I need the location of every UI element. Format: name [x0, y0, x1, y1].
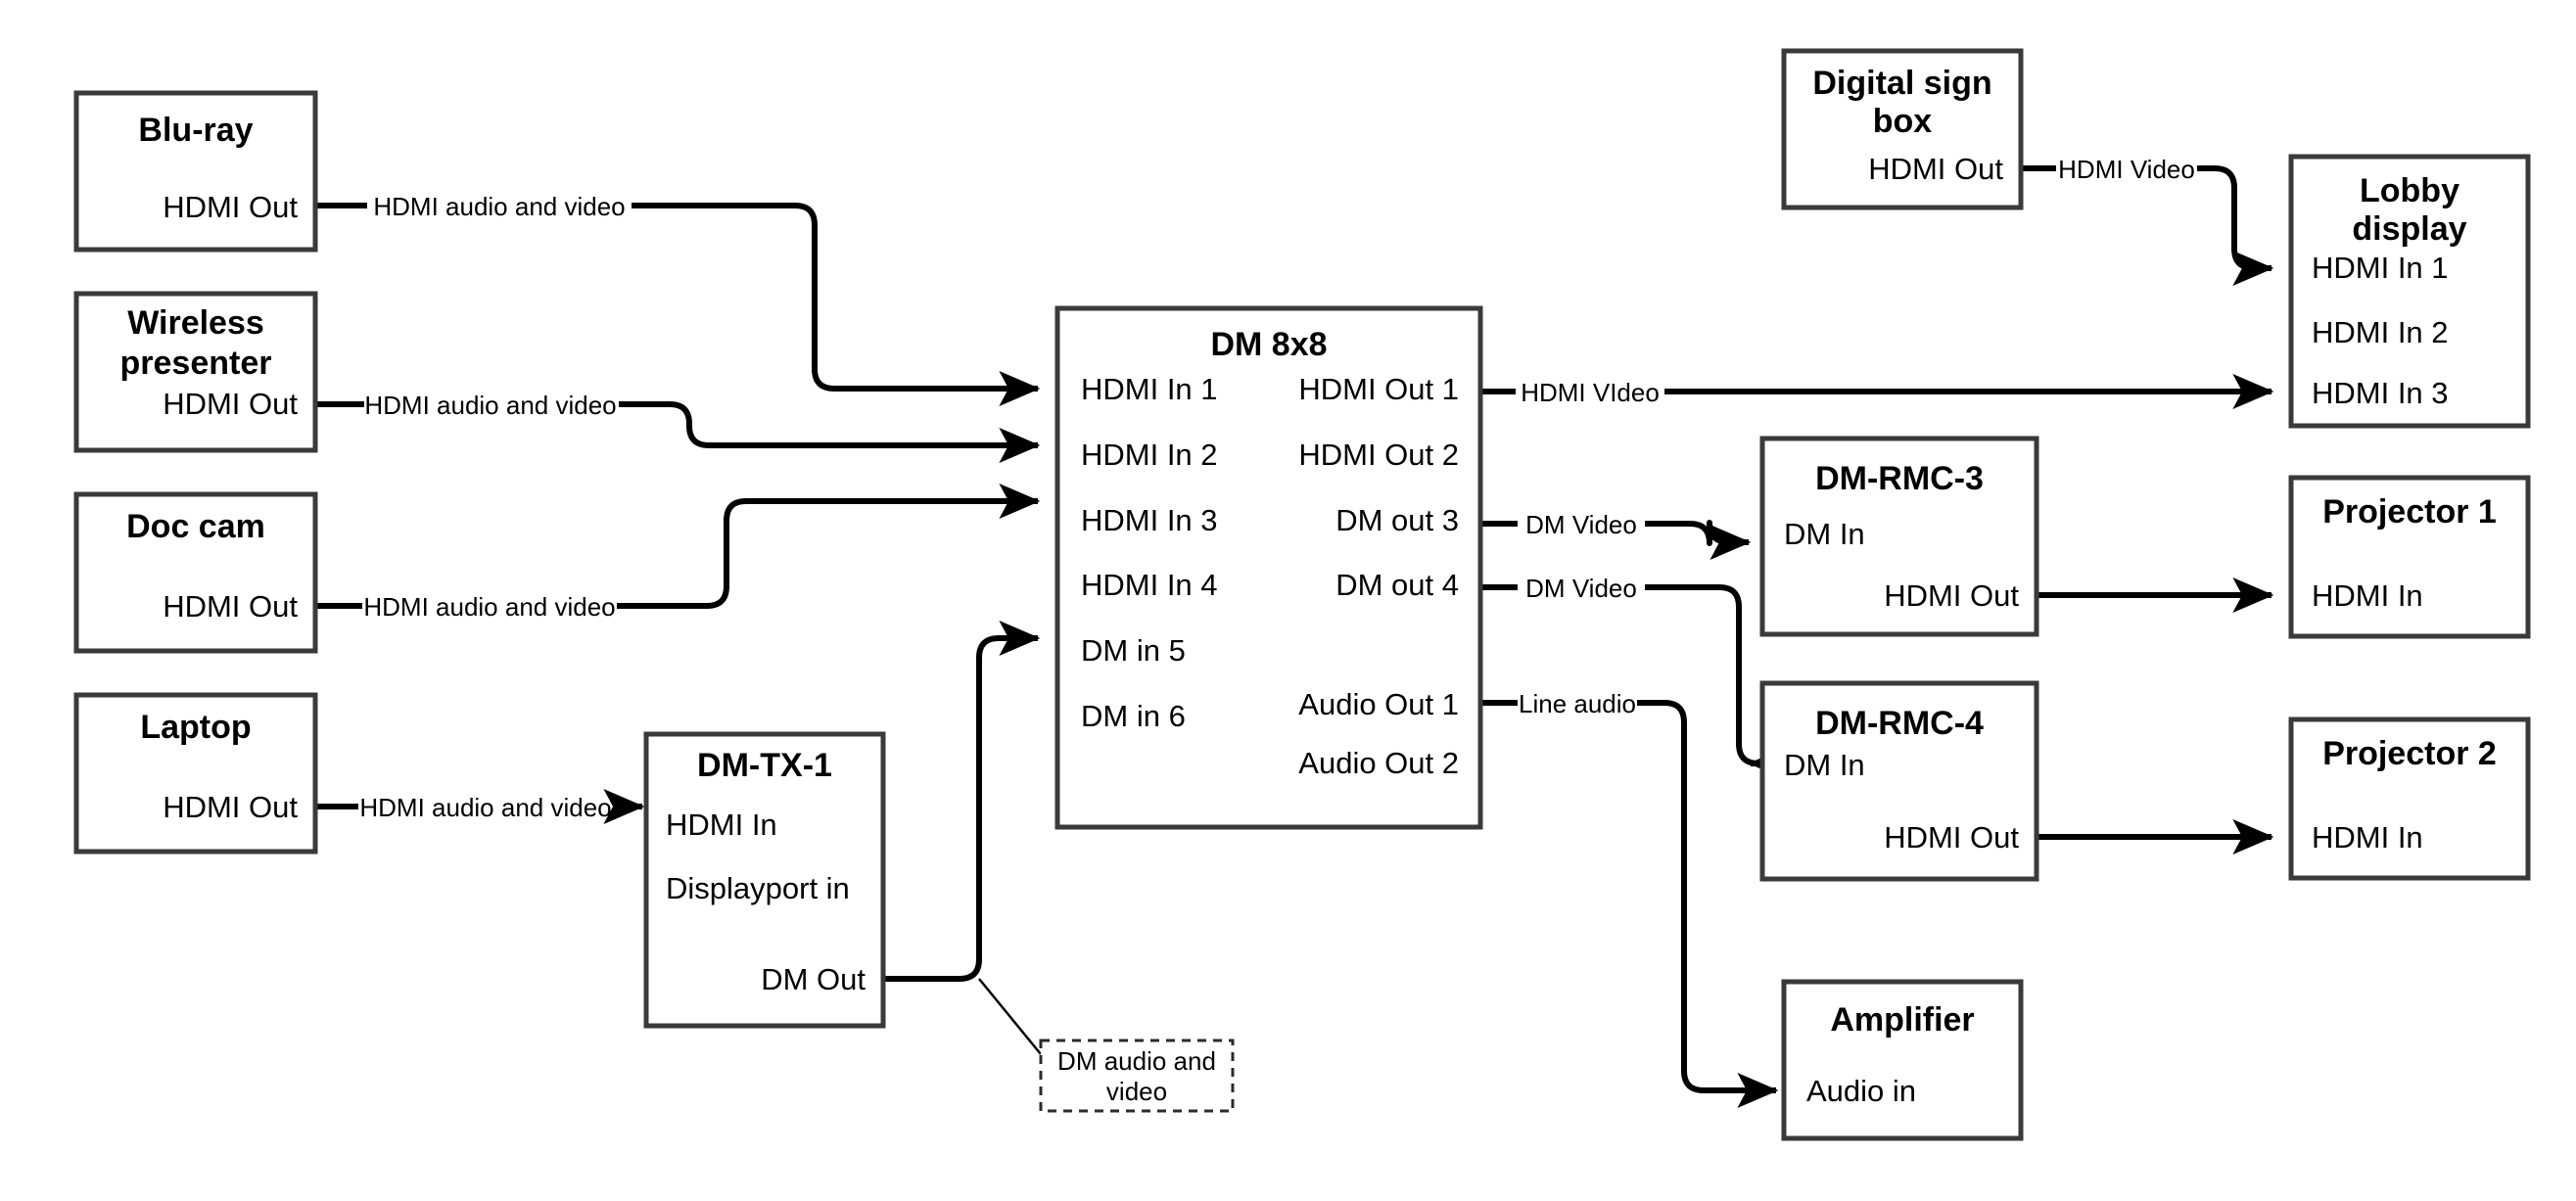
note-dm-audio-and-video: DM audio and video — [1039, 1039, 1235, 1113]
box-amplifier[interactable]: Amplifier Audio in — [1781, 979, 2024, 1141]
box-doc-cam[interactable]: Doc cam HDMI Out — [73, 491, 318, 654]
digitalsign-title-line2: box — [1873, 103, 1933, 140]
dm8x8-output-audio-out-2: Audio Out 2 — [1298, 746, 1459, 780]
dm8x8-output-hdmi-out-2: HDMI Out 2 — [1298, 438, 1459, 472]
box-digital-sign-box[interactable]: Digital sign box HDMI Out — [1781, 48, 2024, 210]
wireless-title-line2: presenter — [120, 345, 272, 382]
dm8x8-input-hdmi-in-1: HDMI In 1 — [1081, 372, 1218, 406]
dmrmc4-title: DM-RMC-4 — [1815, 705, 1984, 742]
note-box-outline — [1039, 1039, 1235, 1113]
digitalsign-title-line1: Digital sign — [1812, 65, 1991, 102]
lobby-port-hdmi-in-3: HDMI In 3 — [2312, 376, 2449, 410]
dm8x8-output-hdmi-out-1: HDMI Out 1 — [1298, 372, 1459, 406]
wireless-box-outline — [73, 291, 318, 453]
wire-dmtx1-to-dm8x8 — [883, 621, 1042, 1055]
projector2-title: Projector 2 — [2322, 735, 2497, 772]
dmrmc3-port-hdmi-out: HDMI Out — [1884, 578, 2019, 613]
dmrmc4-port-dm-in: DM In — [1784, 748, 1865, 782]
box-laptop[interactable]: Laptop HDMI Out — [73, 692, 318, 855]
doccam-port-hdmi-out: HDMI Out — [163, 589, 298, 624]
lobby-port-hdmi-in-2: HDMI In 2 — [2312, 315, 2449, 349]
amplifier-port-audio-in: Audio in — [1806, 1074, 1916, 1108]
box-dm-8x8[interactable]: DM 8x8 HDMI In 1 HDMI In 2 HDMI In 3 HDM… — [1054, 305, 1483, 830]
wireless-title-line1: Wireless — [127, 304, 264, 342]
dm8x8-output-audio-out-1: Audio Out 1 — [1298, 687, 1459, 721]
dm8x8-input-dm-in-5: DM in 5 — [1081, 633, 1186, 668]
lobby-port-hdmi-in-1: HDMI In 1 — [2312, 251, 2449, 285]
edge-label-laptop: HDMI audio and video — [359, 793, 611, 822]
edge-label-wireless: HDMI audio and video — [364, 391, 616, 420]
box-lobby-display[interactable]: Lobby display HDMI In 1 HDMI In 2 HDMI I… — [2288, 154, 2531, 429]
box-wireless-presenter[interactable]: Wireless presenter HDMI Out — [73, 291, 318, 453]
digitalsign-box-outline — [1781, 48, 2024, 210]
wire-wireless-to-dm8x8 — [315, 401, 1041, 463]
wire-dm8x8-out4-to-rmc4 — [1480, 584, 1790, 781]
box-bluray[interactable]: Blu-ray HDMI Out — [73, 90, 318, 253]
wireless-port-hdmi-out: HDMI Out — [163, 387, 298, 421]
box-projector-2[interactable]: Projector 2 HDMI In — [2288, 716, 2531, 881]
wire-digitalsign-to-lobby — [2021, 165, 2274, 286]
edge-label-bluray: HDMI audio and video — [373, 192, 625, 221]
amplifier-box-outline — [1781, 979, 2024, 1141]
projector1-title: Projector 1 — [2322, 493, 2497, 531]
dmtx1-box-outline — [643, 731, 886, 1029]
dm8x8-input-hdmi-in-3: HDMI In 3 — [1081, 503, 1218, 537]
edge-label-sign-to-lobby: HDMI Video — [2058, 155, 2195, 184]
digitalsign-port-hdmi-out: HDMI Out — [1868, 152, 2003, 186]
lobby-title-line2: display — [2352, 210, 2466, 248]
dmrmc4-port-hdmi-out: HDMI Out — [1884, 820, 2019, 855]
edge-label-dm-out1: HDMI VIdeo — [1521, 378, 1660, 407]
edge-label-audio-out1: Line audio — [1519, 689, 1636, 718]
dmrmc3-title: DM-RMC-3 — [1815, 460, 1984, 497]
dmrmc4-box-outline — [1759, 680, 2039, 882]
dmtx1-port-dm-out: DM Out — [761, 962, 866, 996]
note-line1: DM audio and — [1057, 1046, 1216, 1076]
laptop-port-hdmi-out: HDMI Out — [163, 790, 298, 824]
bluray-port-hdmi-out: HDMI Out — [163, 190, 298, 224]
dmrmc3-box-outline — [1759, 436, 2039, 637]
projector2-box-outline — [2288, 716, 2531, 881]
note-line2: video — [1106, 1077, 1167, 1106]
projector1-box-outline — [2288, 475, 2531, 639]
dm8x8-input-hdmi-in-4: HDMI In 4 — [1081, 568, 1218, 602]
dm8x8-title: DM 8x8 — [1210, 326, 1327, 363]
dm8x8-output-dm-out-3: DM out 3 — [1335, 503, 1459, 537]
projector2-port-hdmi-in: HDMI In — [2312, 820, 2423, 855]
dmtx1-title: DM-TX-1 — [697, 747, 832, 784]
box-dm-rmc-3[interactable]: DM-RMC-3 DM In HDMI Out — [1759, 436, 2039, 637]
dm8x8-input-hdmi-in-2: HDMI In 2 — [1081, 438, 1218, 472]
edge-label-dm-out3: DM Video — [1525, 510, 1637, 539]
bluray-title: Blu-ray — [138, 112, 253, 149]
doccam-title: Doc cam — [126, 508, 265, 545]
wire-dm8x8-audio1-to-amplifier — [1480, 700, 1779, 1108]
dmrmc3-port-dm-in: DM In — [1784, 517, 1865, 551]
lobby-title-line1: Lobby — [2360, 172, 2459, 209]
dm8x8-output-dm-out-4: DM out 4 — [1335, 568, 1459, 602]
dmtx1-port-hdmi-in: HDMI In — [666, 808, 777, 842]
box-dm-rmc-4[interactable]: DM-RMC-4 DM In HDMI Out — [1759, 680, 2039, 882]
lobby-box-outline — [2288, 154, 2531, 429]
wire-bluray-to-dm8x8 — [315, 203, 1041, 406]
laptop-box-outline — [73, 692, 318, 855]
bluray-box-outline — [73, 90, 318, 253]
box-projector-1[interactable]: Projector 1 HDMI In — [2288, 475, 2531, 639]
box-dm-tx-1[interactable]: DM-TX-1 HDMI In Displayport in DM Out — [643, 731, 886, 1029]
projector1-port-hdmi-in: HDMI In — [2312, 578, 2423, 613]
doccam-box-outline — [73, 491, 318, 654]
wire-dm8x8-out3-to-rmc3 — [1480, 520, 1752, 560]
edge-label-doccam: HDMI audio and video — [363, 592, 615, 622]
edge-label-dm-out4: DM Video — [1525, 574, 1637, 603]
laptop-title: Laptop — [140, 709, 251, 746]
wire-doccam-to-dm8x8 — [315, 484, 1041, 609]
dm8x8-box-outline — [1054, 305, 1483, 830]
dm8x8-input-dm-in-6: DM in 6 — [1081, 699, 1186, 733]
amplifier-title: Amplifier — [1830, 1001, 1974, 1039]
dmtx1-port-displayport-in: Displayport in — [666, 871, 850, 905]
